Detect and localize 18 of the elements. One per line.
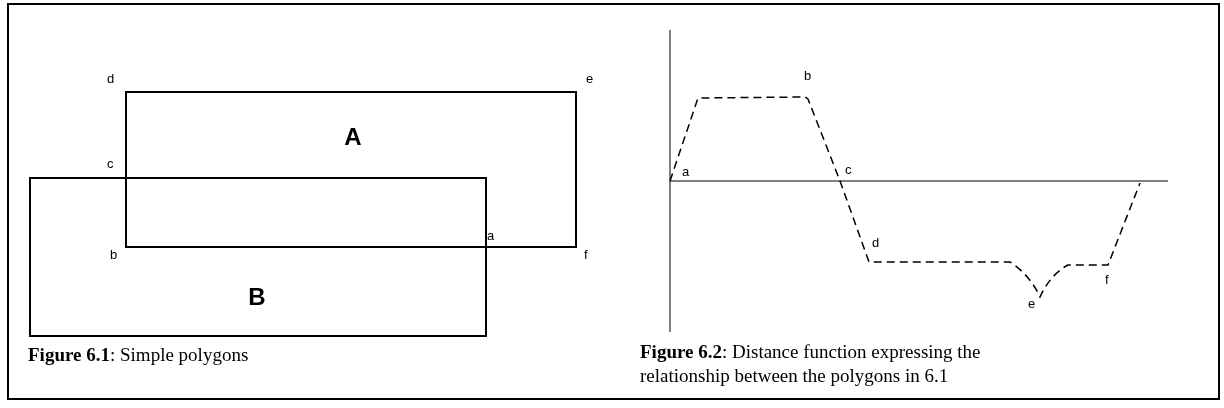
point-label: d [872, 236, 880, 249]
point-label: b [804, 69, 812, 82]
figure-caption: Figure 6.1: Simple polygons [28, 343, 249, 367]
point-label: a [487, 229, 495, 242]
point-label: a [682, 165, 690, 178]
point-label: f [1105, 273, 1109, 286]
point-label: c [845, 163, 852, 176]
figure-caption: Figure 6.2: Distance function expressing the relationship between the polygons in 6.1 [640, 340, 982, 388]
point-label: d [107, 72, 115, 85]
polygon-rectangle [29, 177, 487, 337]
point-label: e [586, 72, 594, 85]
point-label: e [1028, 297, 1036, 310]
point-label: f [584, 248, 588, 261]
point-label: c [107, 157, 114, 170]
polygon-rectangle [125, 91, 577, 248]
point-label: b [110, 248, 118, 261]
polygon-label: A [344, 125, 362, 149]
polygon-label: B [248, 285, 266, 309]
